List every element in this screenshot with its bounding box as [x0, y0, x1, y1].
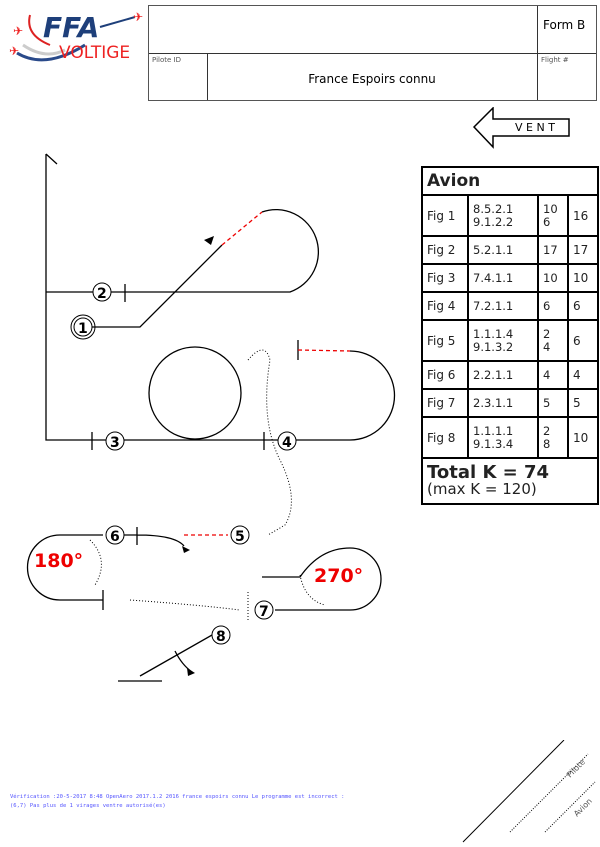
- svg-text:FFA: FFA: [43, 11, 99, 44]
- max-k: (max K = 120): [427, 480, 537, 498]
- fig-total: 16: [567, 194, 599, 237]
- fig-label: Fig 5: [421, 319, 469, 362]
- fig-label: Fig 7: [421, 388, 469, 418]
- wind-arrow-icon: [473, 107, 570, 149]
- fig-codes: 2.2.1.1: [467, 360, 539, 390]
- fig-label: Fig 8: [421, 416, 469, 459]
- form-label: Form B: [543, 18, 586, 32]
- flight-label: Flight #: [541, 56, 569, 64]
- fig-label: Fig 1: [421, 194, 469, 237]
- header-box: Form B Pilote ID France Espoirs connu Fl…: [148, 5, 597, 101]
- fig-codes: 7.4.1.1: [467, 263, 539, 293]
- signature-lines: Pilote Avion: [462, 740, 596, 843]
- fig-number-3: 3: [110, 435, 120, 451]
- fig-k-values: 17: [537, 235, 569, 265]
- fig-total: 4: [567, 360, 599, 390]
- pilot-signature-label: Pilote: [565, 757, 587, 779]
- fig-label: Fig 3: [421, 263, 469, 293]
- fig-total: 17: [567, 235, 599, 265]
- fig-label: Fig 6: [421, 360, 469, 390]
- svg-text:✈: ✈: [13, 24, 23, 38]
- fig-label: Fig 2: [421, 235, 469, 265]
- fig-number-5: 5: [235, 529, 245, 545]
- svg-text:✈: ✈: [9, 44, 19, 58]
- angle-180: 180°: [34, 550, 83, 572]
- footer-line-2: (6,7) Pas plus de 1 virages ventre autor…: [10, 803, 166, 809]
- table-title: Avion: [421, 166, 599, 196]
- fig-number-1: 1: [78, 321, 88, 337]
- fig-total: 5: [567, 388, 599, 418]
- pilot-id-label: Pilote ID: [152, 56, 181, 64]
- footer-line-1: Vérification :20-5-2017 8:48 OpenAero 20…: [10, 794, 345, 800]
- verification-footer: Vérification :20-5-2017 8:48 OpenAero 20…: [10, 793, 344, 811]
- fig-k-values: 5: [537, 388, 569, 418]
- angle-270: 270°: [314, 565, 363, 587]
- wind-label: V E N T: [515, 121, 555, 134]
- ffa-voltige-logo: FFA VOLTIGE ✈ ✈ ✈: [9, 10, 143, 63]
- fig-k-values: 10: [537, 263, 569, 293]
- fig-number-2: 2: [97, 286, 107, 302]
- fig-codes: 2.3.1.1: [467, 388, 539, 418]
- sequence-name: France Espoirs connu: [308, 72, 436, 86]
- fig-total: 10: [567, 416, 599, 459]
- fig-number-7: 7: [259, 604, 269, 620]
- fig-total: 10: [567, 263, 599, 293]
- fig-k-values: 6: [537, 291, 569, 321]
- judge-signature-label: Avion: [572, 797, 594, 819]
- fig-codes: 7.2.1.1: [467, 291, 539, 321]
- total-k: Total K = 74: [427, 462, 550, 483]
- fig-number-4: 4: [282, 435, 292, 451]
- fig-total: 6: [567, 291, 599, 321]
- svg-text:✈: ✈: [133, 10, 143, 24]
- fig-k-values: 4: [537, 360, 569, 390]
- fig-label: Fig 4: [421, 291, 469, 321]
- sequence-diagram: 1 2 3 4 5 6 7 8 180° 270°: [26, 153, 396, 682]
- fig-number-6: 6: [110, 529, 120, 545]
- fig-number-8: 8: [216, 629, 226, 645]
- svg-text:VOLTIGE: VOLTIGE: [59, 43, 130, 63]
- fig-codes: 5.2.1.1: [467, 235, 539, 265]
- fig-total: 6: [567, 319, 599, 362]
